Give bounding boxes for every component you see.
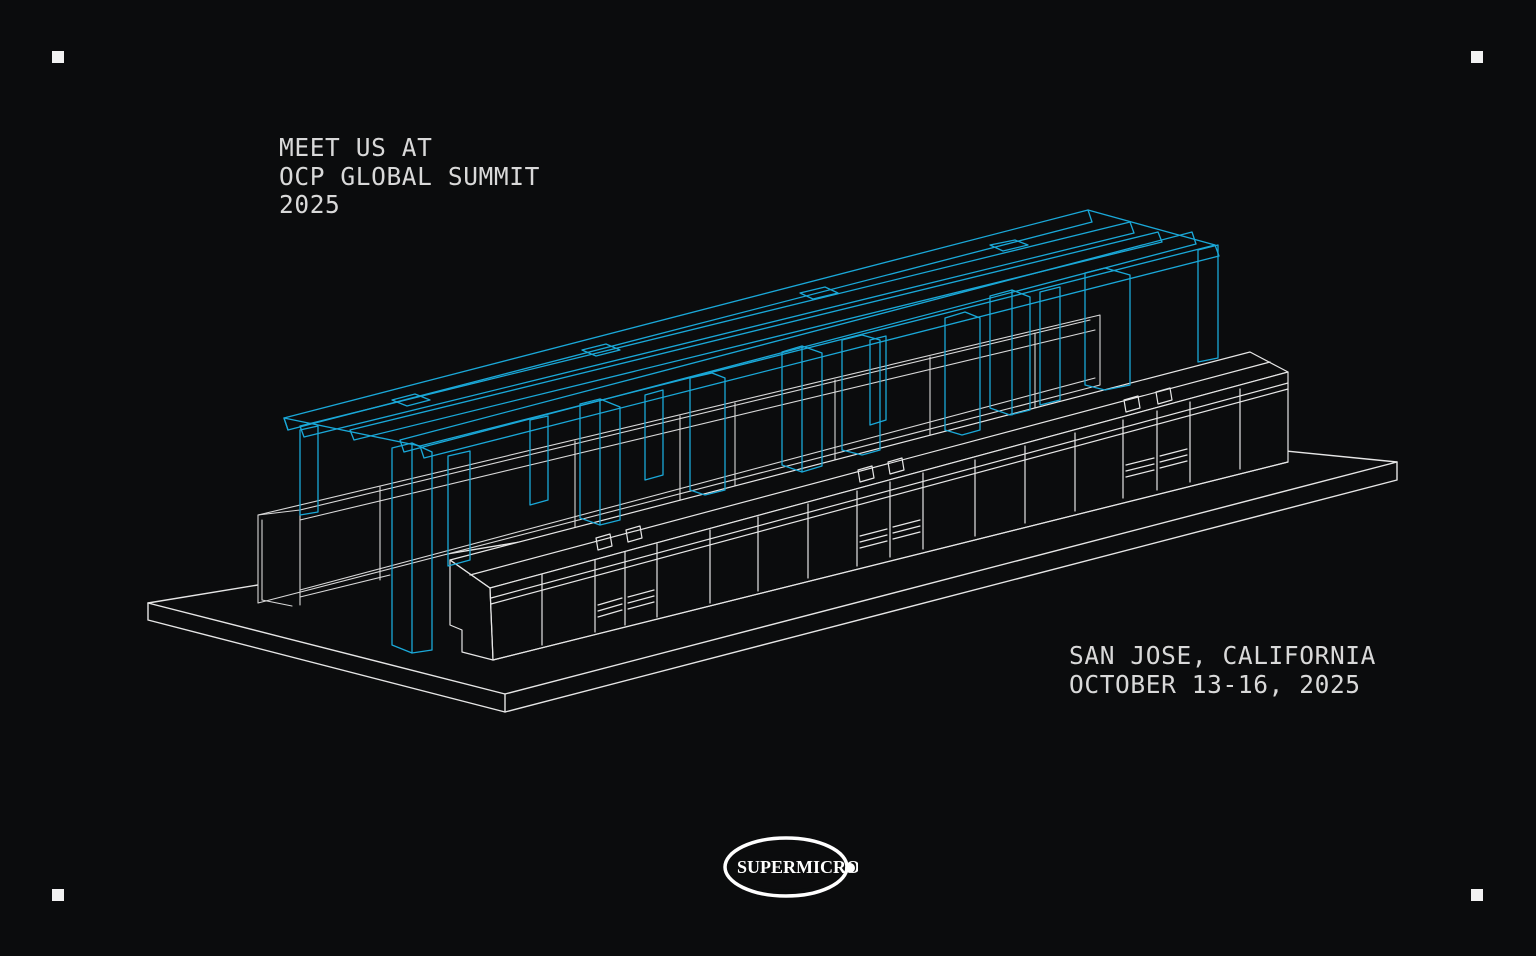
event-dates: OCTOBER 13-16, 2025 (1069, 669, 1361, 699)
corner-marker-top-right (1471, 51, 1483, 63)
back-rack-row (257, 314, 1101, 607)
logo-wordmark: SUPERMICRO (737, 857, 858, 877)
headline-line-3: 2025 (279, 190, 341, 219)
headline: MEET US AT OCP GLOBAL SUMMIT 2025 (279, 133, 540, 220)
event-details: SAN JOSE, CALIFORNIA OCTOBER 13-16, 2025 (1069, 641, 1377, 699)
supermicro-logo: SUPERMICRO (723, 836, 858, 898)
headline-line-2: OCP GLOBAL SUMMIT (279, 161, 540, 191)
corner-marker-top-left (52, 51, 64, 63)
event-location: SAN JOSE, CALIFORNIA (1069, 641, 1377, 670)
blue-overhead-frame (283, 209, 1220, 654)
headline-line-1: MEET US AT (279, 133, 433, 162)
corner-marker-bottom-left (52, 889, 64, 901)
corner-marker-bottom-right (1471, 889, 1483, 901)
front-rack-row (449, 351, 1289, 661)
